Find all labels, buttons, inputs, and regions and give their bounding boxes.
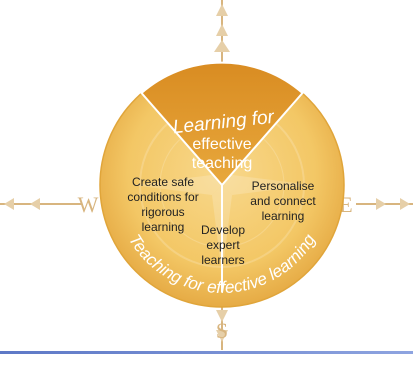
top-segment-line-3: teaching [192,155,253,172]
right-segment-line-1: Personalise [252,179,315,193]
center-segment-line-2: expert [206,238,240,252]
right-segment-line-3: learning [262,209,305,223]
bottom-rule [0,351,413,354]
left-segment-line-2: conditions for [127,190,198,204]
center-segment-line-1: Develop [201,223,245,237]
top-segment-title: Learning for effective teaching [172,107,276,172]
right-segment-line-2: and connect [250,194,316,208]
compass-south-label: S [216,318,228,343]
compass-west-label: W [78,192,99,217]
right-segment-text: Personalise and connect learning [250,179,316,223]
left-segment-line-3: rigorous [141,205,184,219]
top-segment-line-2: effective [192,136,251,153]
left-segment-line-4: learning [142,220,185,234]
left-segment-text: Create safe conditions for rigorous lear… [127,175,198,234]
center-segment-text: Develop expert learners [201,223,245,267]
center-segment-line-3: learners [201,253,244,267]
left-segment-line-1: Create safe [132,175,194,189]
top-segment-wedge [140,61,304,187]
